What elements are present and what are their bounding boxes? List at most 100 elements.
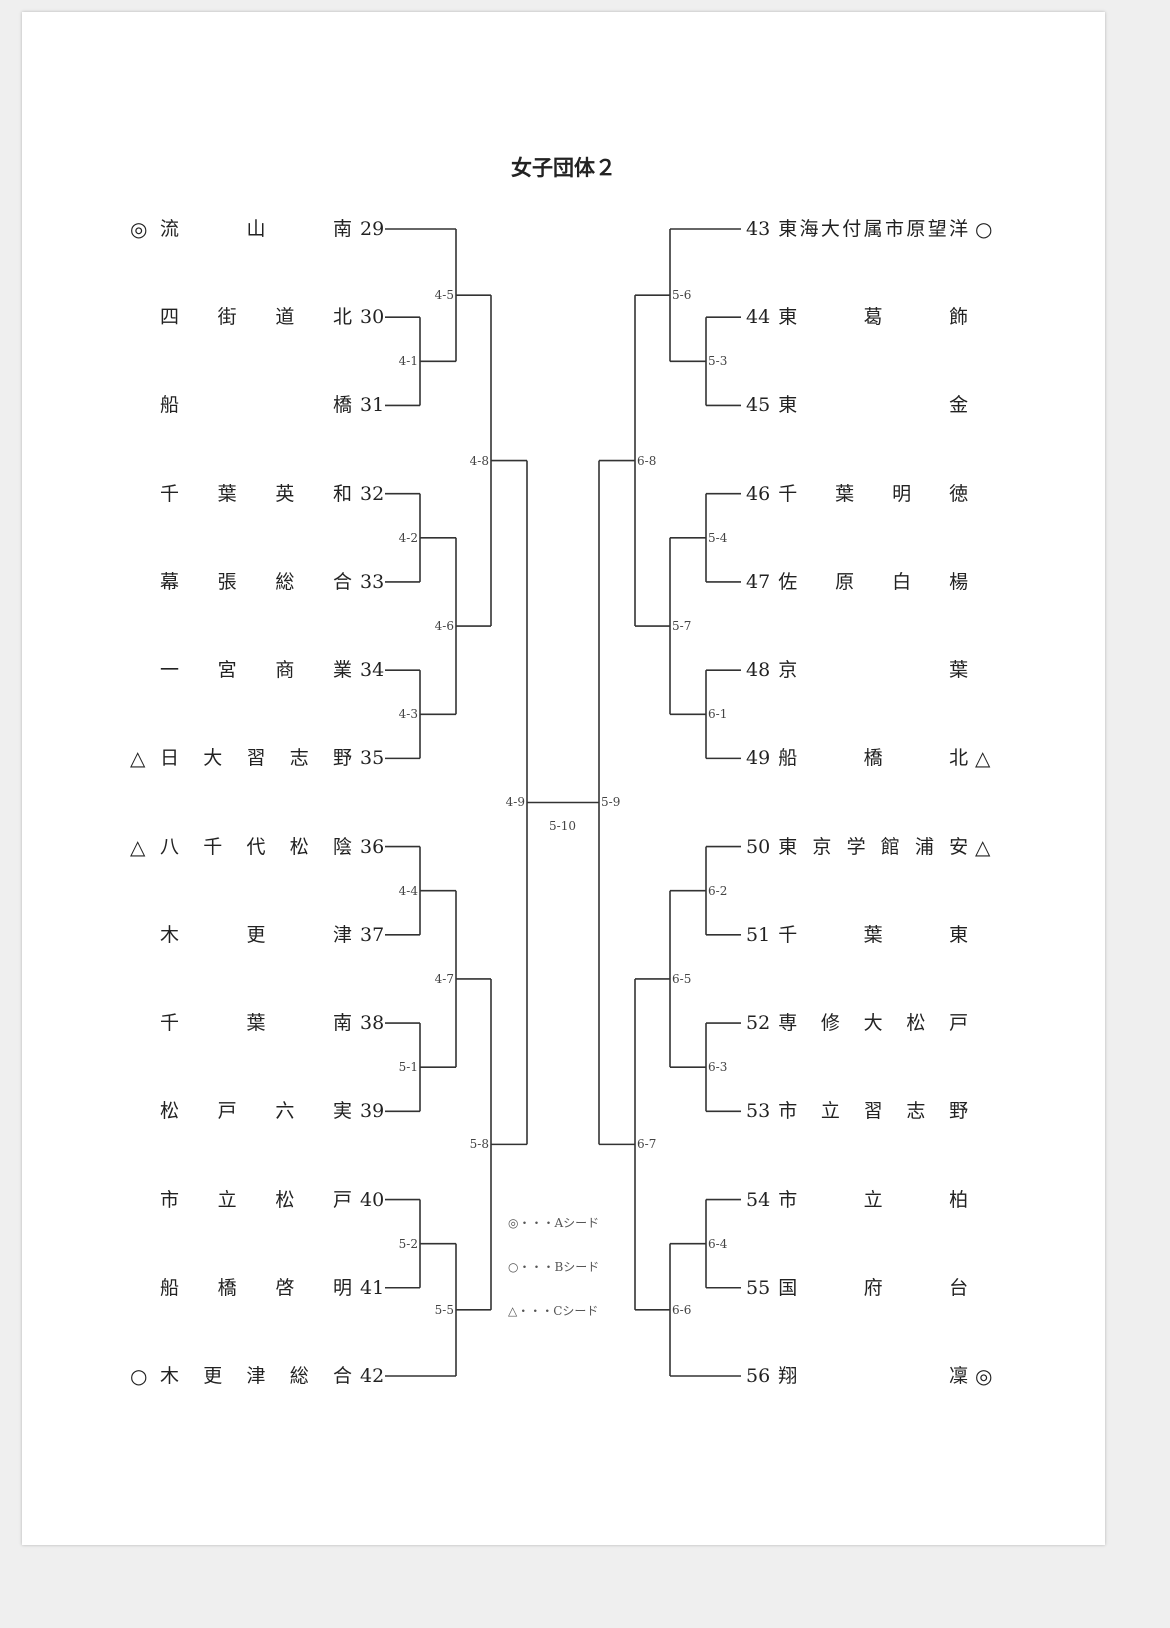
seed-mark: △	[130, 746, 146, 771]
team-entry: 46 千葉明徳	[746, 481, 968, 507]
team-number: 39	[360, 1100, 385, 1123]
team-name: 木更津	[160, 923, 352, 946]
team-number: 36	[360, 835, 385, 858]
team-number: 30	[360, 306, 385, 329]
team-name: 木更津総合	[160, 1364, 352, 1387]
match-label: 4-2	[398, 530, 418, 545]
seed-mark: △	[130, 834, 146, 859]
team-number: 48	[746, 659, 771, 682]
match-label: 6-5	[672, 971, 692, 986]
team-entry: 48 京葉	[746, 657, 968, 683]
team-number: 45	[746, 394, 771, 417]
team-number: 38	[360, 1012, 385, 1035]
team-name: 船橋啓明	[160, 1276, 352, 1299]
legend-b-seed: ○・・・Bシード	[508, 1260, 600, 1274]
match-label: 5-8	[469, 1137, 489, 1152]
team-name: 千葉英和	[160, 482, 352, 505]
match-label: 6-8	[637, 453, 657, 468]
match-label: 4-1	[398, 354, 418, 369]
team-name: 東京学館浦安	[778, 835, 969, 858]
team-entry: 千葉南 38	[160, 1010, 384, 1036]
team-number: 31	[360, 394, 385, 417]
match-label: 5-10	[549, 819, 576, 834]
match-label: 5-9	[601, 795, 621, 810]
team-name: 市立柏	[778, 1188, 969, 1211]
team-entry: 八千代松陰 36	[160, 834, 384, 860]
team-name: 京葉	[778, 659, 969, 682]
legend-c-seed: △・・・Cシード	[508, 1304, 599, 1318]
bracket-sheet	[22, 12, 1105, 1545]
team-entry: 木更津総合 42	[160, 1363, 384, 1389]
team-name: 幕張総合	[160, 570, 352, 593]
team-name: 国府台	[778, 1276, 969, 1299]
team-number: 55	[746, 1276, 771, 1299]
team-number: 32	[360, 482, 385, 505]
seed-mark: ◎	[130, 217, 148, 241]
match-label: 5-6	[672, 288, 692, 303]
team-number: 34	[360, 659, 385, 682]
seed-mark: △	[975, 746, 991, 771]
team-name: 専修大松戸	[778, 1012, 969, 1035]
team-name: 船橋	[160, 394, 352, 417]
team-name: 翔凜	[778, 1364, 969, 1387]
team-entry: 55 国府台	[746, 1275, 968, 1301]
team-entry: 船橋 31	[160, 392, 384, 418]
team-number: 44	[746, 306, 771, 329]
match-label: 4-9	[505, 795, 525, 810]
match-label: 4-6	[434, 619, 454, 634]
team-entry: 四街道北 30	[160, 304, 384, 330]
team-entry: 45 東金	[746, 392, 968, 418]
team-entry: 一宮商業 34	[160, 657, 384, 683]
team-name: 千葉南	[160, 1012, 352, 1035]
team-number: 47	[746, 570, 771, 593]
team-number: 51	[746, 923, 771, 946]
team-entry: 47 佐原白楊	[746, 569, 968, 595]
team-name: 東葛飾	[778, 306, 969, 329]
team-name: 千葉東	[778, 923, 969, 946]
team-name: 船橋北	[778, 747, 969, 770]
team-name: 四街道北	[160, 306, 352, 329]
match-label: 4-7	[434, 971, 454, 986]
team-name: 佐原白楊	[778, 570, 969, 593]
team-name: 千葉明徳	[778, 482, 969, 505]
match-label: 5-7	[672, 619, 692, 634]
team-number: 52	[746, 1012, 771, 1035]
match-label: 5-5	[434, 1302, 454, 1317]
match-label: 4-8	[469, 453, 489, 468]
team-entry: 51 千葉東	[746, 922, 968, 948]
team-entry: 56 翔凜	[746, 1363, 968, 1389]
legend-a-seed: ◎・・・Aシード	[508, 1216, 600, 1230]
team-number: 54	[746, 1188, 771, 1211]
team-entry: 49 船橋北	[746, 745, 968, 771]
match-label: 5-2	[398, 1236, 418, 1251]
match-label: 6-6	[672, 1302, 692, 1317]
team-name: 八千代松陰	[160, 835, 352, 858]
team-entry: 54 市立柏	[746, 1187, 968, 1213]
team-name: 一宮商業	[160, 659, 352, 682]
team-name: 市立松戸	[160, 1188, 352, 1211]
team-number: 29	[360, 218, 385, 240]
team-name: 東金	[778, 394, 969, 417]
match-label: 5-1	[398, 1060, 418, 1075]
team-number: 35	[360, 747, 385, 770]
team-number: 50	[746, 835, 771, 858]
team-number: 49	[746, 747, 771, 770]
team-entry: 44 東葛飾	[746, 304, 968, 330]
match-label: 6-2	[708, 883, 728, 898]
team-number: 56	[746, 1364, 771, 1387]
team-number: 42	[360, 1364, 385, 1387]
team-entry: 千葉英和 32	[160, 481, 384, 507]
match-label: 5-4	[708, 530, 728, 545]
team-number: 46	[746, 482, 771, 505]
team-name: 東海大付属市原望洋	[778, 218, 969, 240]
match-label: 6-4	[708, 1236, 728, 1251]
